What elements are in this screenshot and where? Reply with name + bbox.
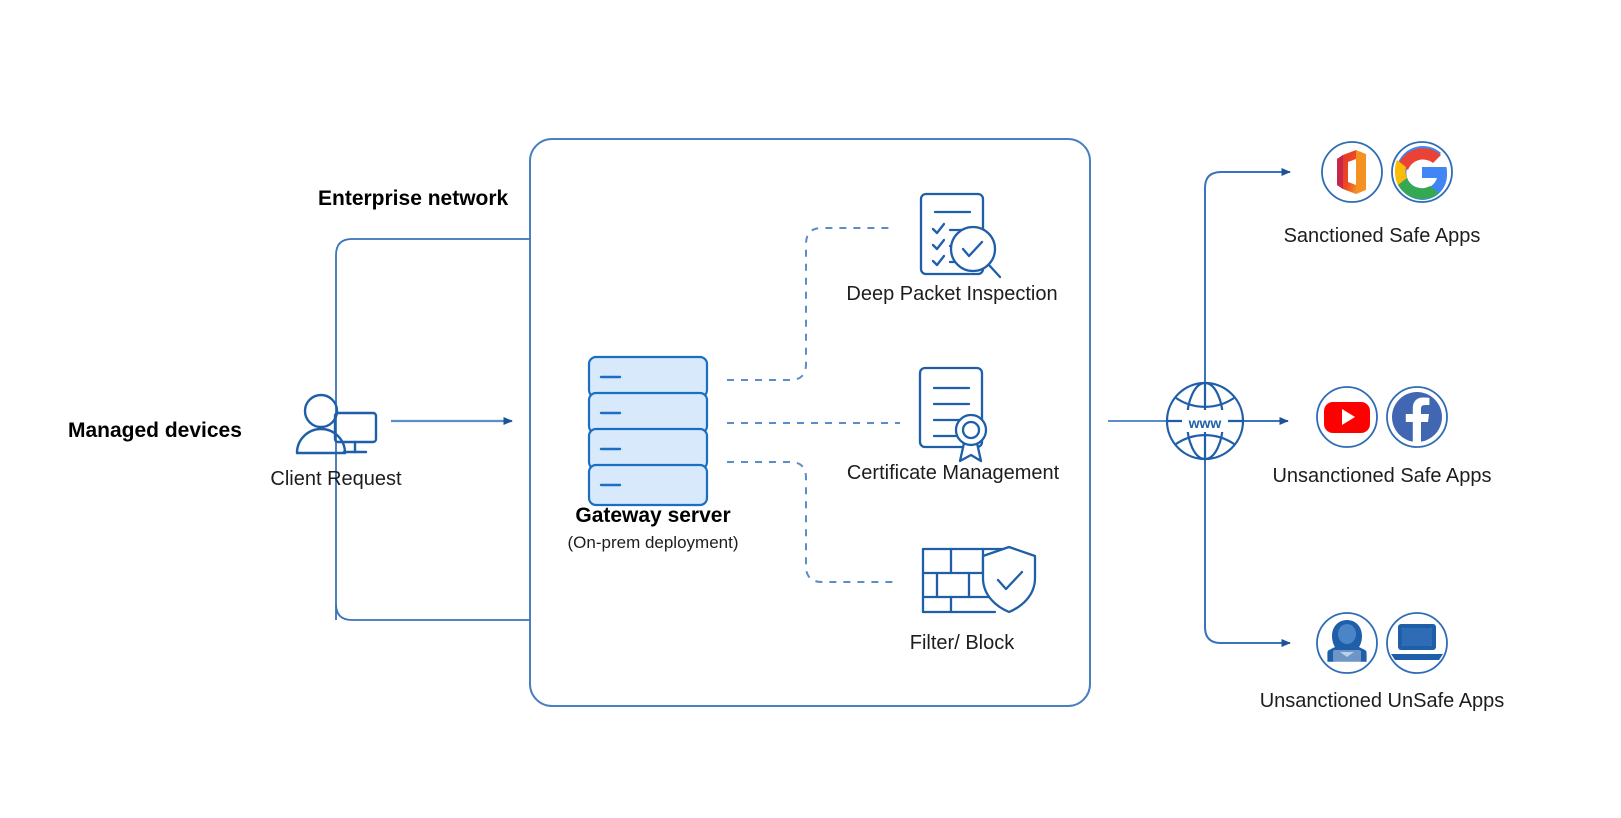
app-icon-hacker [1316,612,1378,674]
enterprise-network-box [529,138,1091,707]
managed-devices-label: Managed devices [68,419,242,442]
app-icon-youtube [1316,386,1378,448]
document-checklist-magnifier-icon [919,192,1002,279]
certificate-ribbon-icon [918,366,988,463]
server-stack-icon [587,355,709,507]
unsanctioned-unsafe-apps-label: Unsanctioned UnSafe Apps [1259,690,1505,712]
deep-packet-inspection-label: Deep Packet Inspection [846,283,1058,305]
filter-block-label: Filter/ Block [909,632,1015,654]
app-icon-google [1391,141,1453,203]
gateway-to-filter-dashed-line [727,461,898,583]
client-request-label: Client Request [270,468,402,490]
globe-www-text: www [1188,415,1222,431]
certificate-management-label: Certificate Management [846,462,1060,484]
gateway-to-dpi-dashed-line [727,227,892,381]
sanctioned-safe-apps-label: Sanctioned Safe Apps [1283,225,1481,247]
client-top-branch-line [335,238,530,620]
client-bottom-branch-line [335,603,530,621]
enterprise-network-label: Enterprise network [318,187,509,210]
internet-to-sanctioned-line [1204,168,1291,383]
user-with-monitor-icon [295,393,378,455]
unsanctioned-safe-apps-label: Unsanctioned Safe Apps [1272,465,1492,487]
brick-wall-shield-icon [921,545,1037,614]
internet-to-unsanctioned-unsafe-line [1204,459,1291,647]
app-icon-microsoft-office [1321,141,1383,203]
gateway-server-label: Gateway server [575,504,731,527]
app-icon-facebook [1386,386,1448,448]
globe-www-icon: www [1165,381,1245,461]
app-icon-laptop [1386,612,1448,674]
gateway-server-sublabel: (On-prem deployment) [567,533,739,552]
